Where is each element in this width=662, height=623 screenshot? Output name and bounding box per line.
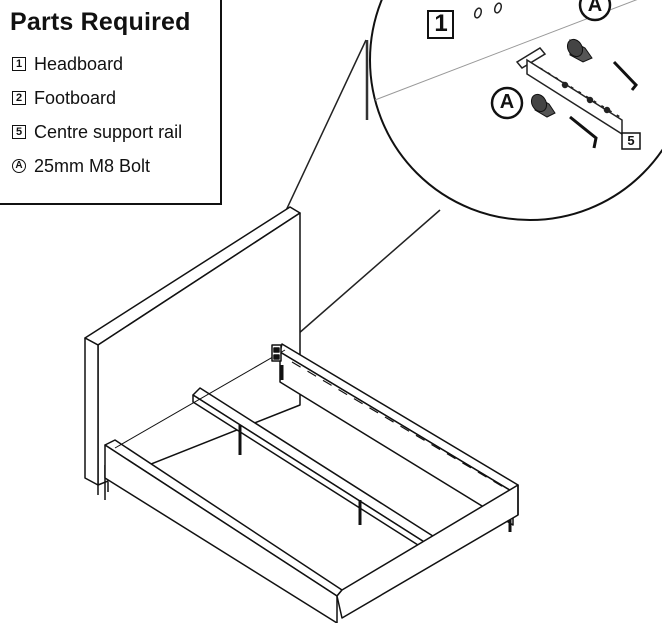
part-label: Headboard: [34, 53, 124, 74]
bolt-top: [566, 38, 638, 91]
callout-bolt-letter-top: A: [587, 0, 603, 16]
callout-bolt-letter-left: A: [499, 91, 515, 113]
part-marker: A: [12, 159, 26, 173]
parts-required-box: Parts Required 1 Headboard 2 Footboard 5…: [0, 0, 222, 205]
part-item-centre-support-rail: 5 Centre support rail: [12, 120, 182, 144]
bolt-left: [530, 93, 598, 149]
part-label: Footboard: [34, 87, 117, 108]
callout-part-number: 1: [434, 10, 448, 37]
parts-title: Parts Required: [10, 8, 191, 36]
part-label: 25mm M8 Bolt: [34, 155, 151, 176]
part-item-footboard: 2 Footboard: [12, 86, 116, 110]
zoom-detail-circle: [365, 0, 662, 221]
part-marker: 5: [12, 125, 26, 139]
part-item-bolt: A 25mm M8 Bolt: [12, 154, 150, 178]
part-marker: 2: [12, 91, 26, 105]
part-label: Centre support rail: [34, 121, 183, 142]
part-marker: 1: [12, 57, 26, 71]
callout-rail-number: 5: [627, 133, 635, 148]
part-item-headboard: 1 Headboard: [12, 52, 123, 76]
bed-frame: [84, 206, 519, 623]
